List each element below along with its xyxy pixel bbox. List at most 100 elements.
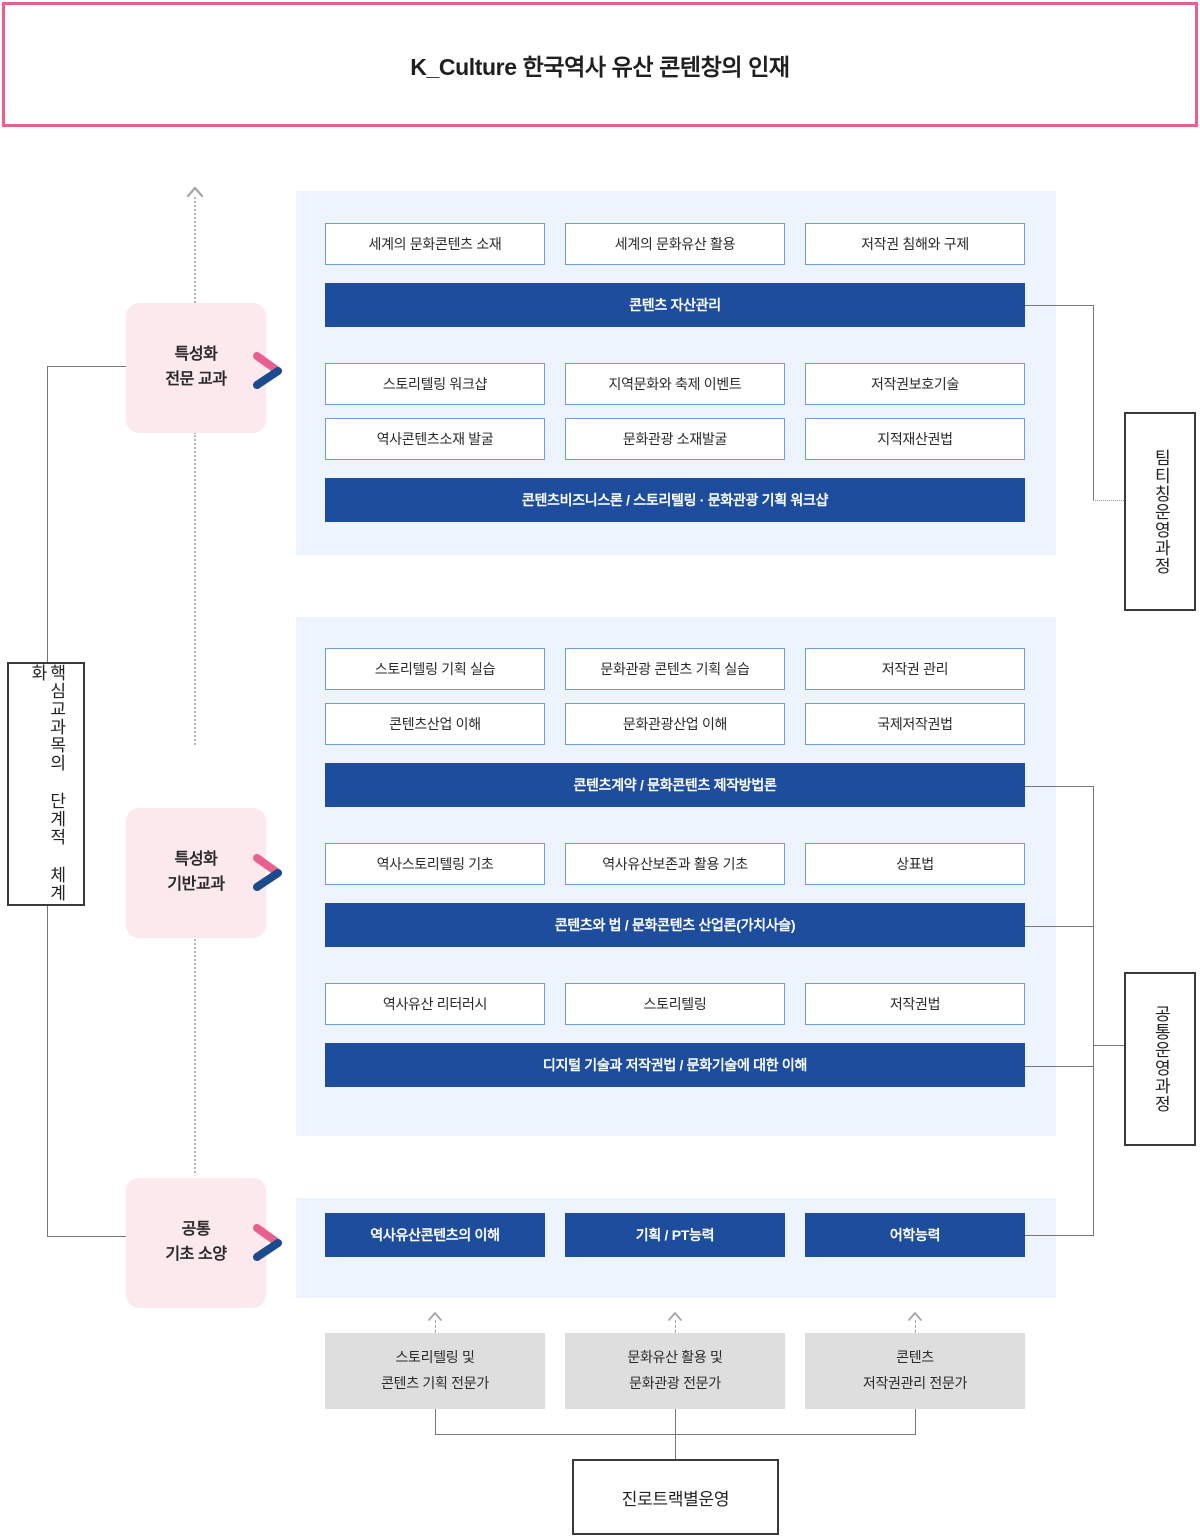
stage-label-line1: 특성화 (174, 346, 218, 364)
course-label: 역사콘텐츠소재 발굴 (376, 431, 494, 447)
core-bar[interactable]: 콘텐츠와 법 / 문화콘텐츠 산업론(가치사슬) (325, 903, 1025, 947)
course-label: 저작권법 (889, 996, 941, 1012)
course-label: 지역문화와 축제 이벤트 (608, 376, 742, 392)
page-title: K_Culture 한국역사 유산 콘텐창의 인재 (410, 53, 790, 80)
right-connector-h-asset (1025, 305, 1094, 306)
core-bar[interactable]: 콘텐츠계약 / 문화콘텐츠 제작방법론 (325, 763, 1025, 807)
progression-dotted-line-low (194, 874, 196, 1173)
track-label-common-operation: 공통운영과정 (1151, 1005, 1171, 1113)
stage-label-line2: 기반교과 (167, 876, 225, 893)
right-connector-h-law (1025, 926, 1094, 927)
course-label: 세계의 문화유산 활용 (614, 236, 736, 252)
course-label: 국제저작권법 (877, 716, 953, 732)
stage-label-line2: 전문 교과 (165, 371, 227, 388)
course-box[interactable]: 상표법 (805, 843, 1025, 885)
stage-label-line2: 기초 소양 (165, 1246, 227, 1263)
stage-specialized-foundation[interactable]: 특성화 기반교과 (126, 808, 266, 938)
core-bar-label: 콘텐츠와 법 / 문화콘텐츠 산업론(가치사슬) (554, 917, 796, 933)
left-axis-label: 핵심교과목의 단계적 체계화 (28, 664, 66, 902)
stage-chevron-icon-professional (252, 350, 286, 390)
outcome-connector-v-2 (675, 1409, 676, 1459)
core-bar[interactable]: 기획 / PT능력 (565, 1213, 785, 1257)
course-box[interactable]: 저작권보호기술 (805, 363, 1025, 405)
course-label: 역사스토리텔링 기초 (376, 856, 494, 872)
course-box[interactable]: 스토리텔링 기획 실습 (325, 648, 545, 690)
core-bar[interactable]: 콘텐츠 자산관리 (325, 283, 1025, 327)
course-box[interactable]: 지적재산권법 (805, 418, 1025, 460)
course-box[interactable]: 역사스토리텔링 기초 (325, 843, 545, 885)
course-box[interactable]: 역사유산보존과 활용 기초 (565, 843, 785, 885)
course-label: 저작권 관리 (881, 661, 949, 677)
course-box[interactable]: 저작권 침해와 구제 (805, 223, 1025, 265)
right-connector-h-digital (1025, 1066, 1094, 1067)
outcome-connector-v-1 (435, 1409, 436, 1434)
course-box[interactable]: 문화관광산업 이해 (565, 703, 785, 745)
outcome-box[interactable]: 진로트랙별운영 (572, 1459, 779, 1535)
course-box[interactable]: 세계의 문화유산 활용 (565, 223, 785, 265)
core-bar[interactable]: 역사유산콘텐츠의 이해 (325, 1213, 545, 1257)
course-box[interactable]: 저작권법 (805, 983, 1025, 1025)
career-label-line2: 문화관광 전문가 (629, 1375, 721, 1391)
right-connector-v-team (1093, 305, 1094, 501)
right-connector-h-common (1025, 1235, 1094, 1236)
stage-common-basic[interactable]: 공통 기초 소양 (126, 1178, 266, 1308)
course-box[interactable]: 지역문화와 축제 이벤트 (565, 363, 785, 405)
outcome-label: 진로트랙별운영 (621, 1489, 730, 1509)
stage-label-line1: 공통 (181, 1221, 211, 1239)
career-box[interactable]: 문화유산 활용 및 문화관광 전문가 (565, 1333, 785, 1409)
course-label: 지적재산권법 (877, 431, 953, 447)
core-bar[interactable]: 디지털 기술과 저작권법 / 문화기술에 대한 이해 (325, 1043, 1025, 1087)
career-label-line1: 스토리텔링 및 (395, 1349, 475, 1366)
course-label: 역사유산보존과 활용 기초 (602, 856, 748, 872)
left-axis-box: 핵심교과목의 단계적 체계화 (7, 662, 85, 906)
course-box[interactable]: 역사유산 리터러시 (325, 983, 545, 1025)
course-box[interactable]: 역사콘텐츠소재 발굴 (325, 418, 545, 460)
course-box[interactable]: 국제저작권법 (805, 703, 1025, 745)
course-box[interactable]: 문화관광 소재발굴 (565, 418, 785, 460)
stage-label-line1: 특성화 (174, 851, 218, 869)
course-box[interactable]: 저작권 관리 (805, 648, 1025, 690)
page-header: K_Culture 한국역사 유산 콘텐창의 인재 (2, 2, 1198, 127)
course-label: 문화관광산업 이해 (622, 716, 728, 732)
career-label-line2: 저작권관리 전문가 (862, 1375, 968, 1391)
course-box[interactable]: 스토리텔링 워크샵 (325, 363, 545, 405)
career-arrow-icon-1 (427, 1311, 443, 1321)
right-connector-h-contract (1025, 786, 1094, 787)
course-label: 스토리텔링 (643, 996, 707, 1012)
core-bar[interactable]: 어학능력 (805, 1213, 1025, 1257)
outcome-connector-v-3 (915, 1409, 916, 1434)
core-bar-label: 역사유산콘텐츠의 이해 (370, 1227, 500, 1243)
right-connector-h-to-common-box (1093, 1045, 1124, 1046)
career-arrow-icon-3 (907, 1311, 923, 1321)
track-label-team-teaching: 팀티칭운영과정 (1151, 448, 1171, 575)
course-label: 세계의 문화콘텐츠 소재 (368, 236, 502, 252)
core-bar[interactable]: 콘텐츠비즈니스론 / 스토리텔링 · 문화관광 기획 워크샵 (325, 478, 1025, 522)
course-box[interactable]: 스토리텔링 (565, 983, 785, 1025)
career-box[interactable]: 스토리텔링 및 콘텐츠 기획 전문가 (325, 1333, 545, 1409)
course-label: 저작권 침해와 구제 (861, 236, 969, 252)
course-box[interactable]: 문화관광 콘텐츠 기획 실습 (565, 648, 785, 690)
track-box-common-operation: 공통운영과정 (1124, 972, 1196, 1146)
course-box[interactable]: 콘텐츠산업 이해 (325, 703, 545, 745)
core-bar-label: 기획 / PT능력 (635, 1227, 715, 1243)
core-bar-label: 콘텐츠계약 / 문화콘텐츠 제작방법론 (573, 777, 777, 793)
core-bar-label: 디지털 기술과 저작권법 / 문화기술에 대한 이해 (542, 1057, 808, 1073)
course-label: 스토리텔링 워크샵 (382, 376, 488, 392)
core-bar-label: 콘텐츠비즈니스론 / 스토리텔링 · 문화관광 기획 워크샵 (521, 492, 829, 508)
course-label: 역사유산 리터러시 (382, 996, 488, 1012)
career-label-line1: 콘텐츠 (896, 1349, 934, 1366)
track-box-team-teaching: 팀티칭운영과정 (1124, 412, 1196, 611)
right-connector-v-common (1093, 786, 1094, 1235)
career-label-line2: 콘텐츠 기획 전문가 (381, 1375, 489, 1391)
progression-arrow-icon (186, 186, 204, 198)
stage-specialized-professional[interactable]: 특성화 전문 교과 (126, 303, 266, 433)
course-label: 상표법 (896, 856, 934, 872)
career-box[interactable]: 콘텐츠 저작권관리 전문가 (805, 1333, 1025, 1409)
core-bar-label: 어학능력 (889, 1227, 941, 1243)
progression-dotted-line-mid (194, 432, 196, 745)
left-axis-branch-professional (47, 366, 127, 367)
course-box[interactable]: 세계의 문화콘텐츠 소재 (325, 223, 545, 265)
course-label: 문화관광 콘텐츠 기획 실습 (600, 661, 750, 677)
left-axis-branch-common (47, 1236, 127, 1237)
career-arrow-icon-2 (667, 1311, 683, 1321)
